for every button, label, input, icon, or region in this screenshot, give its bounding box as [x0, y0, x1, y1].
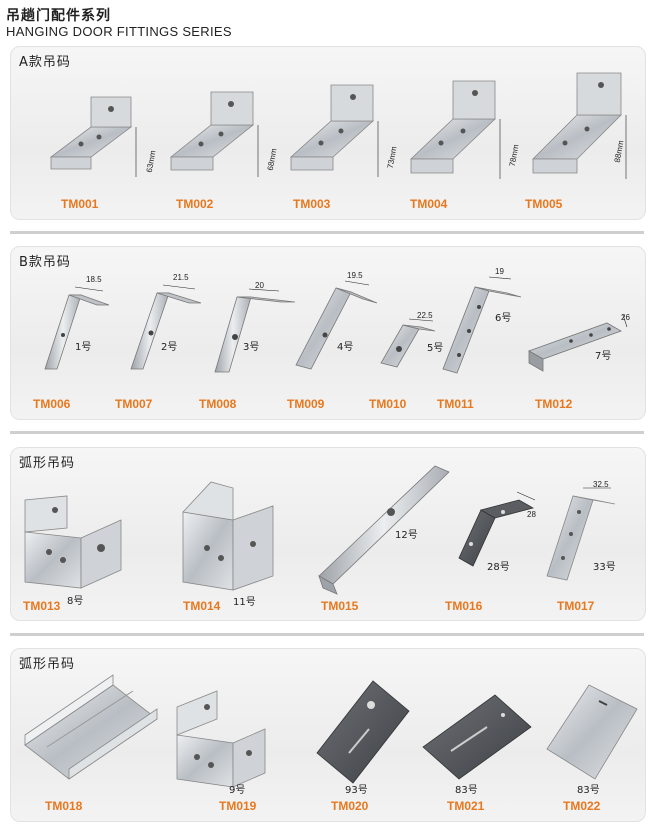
dimension-label: 26: [621, 313, 630, 322]
product-image-tm003: [289, 84, 379, 177]
model-number: 1号: [75, 342, 92, 353]
product-code: TM002: [176, 197, 214, 211]
section-title: B款吊码: [19, 255, 71, 270]
product-code: TM006: [33, 397, 71, 411]
section-d-products: [24, 674, 638, 788]
product-code: TM018: [45, 799, 83, 813]
product-code: TM003: [293, 197, 331, 211]
model-number: 2号: [161, 342, 178, 353]
model-number: 6号: [495, 313, 512, 324]
product-image-tm013: [24, 495, 122, 589]
page-title-cn: 吊趟门配件系列: [6, 8, 111, 24]
model-number: 11号: [233, 597, 256, 608]
dimension-label: 20: [255, 281, 264, 290]
product-image-tm019: [176, 690, 266, 788]
dimension-label: 28: [527, 510, 536, 519]
product-image-tm012: [528, 314, 628, 372]
section-title: A款吊码: [19, 55, 71, 70]
section-divider: [10, 431, 644, 434]
model-number: 33号: [593, 562, 616, 573]
model-number: 28号: [487, 562, 510, 573]
dimension-label: 21.5: [173, 273, 189, 282]
product-code: TM009: [287, 397, 325, 411]
product-image-tm018: [24, 674, 158, 780]
product-image-tm010: [380, 318, 436, 368]
model-number: 12号: [395, 530, 418, 541]
section-c-products: [24, 465, 616, 595]
dimension-label: 32.5: [593, 480, 609, 489]
section-a-panel: A款吊码: [10, 46, 646, 220]
section-b-products: [44, 276, 628, 374]
dimension-label: 19.5: [347, 271, 363, 280]
product-code: TM020: [331, 799, 369, 813]
product-code: TM013: [23, 599, 61, 613]
product-image-tm020: [316, 680, 410, 784]
product-code: TM014: [183, 599, 221, 613]
product-code: TM008: [199, 397, 237, 411]
product-image-tm005: [532, 72, 627, 179]
product-code: TM017: [557, 599, 595, 613]
product-code: TM004: [410, 197, 448, 211]
product-image-tm004: [410, 80, 501, 179]
product-image-tm002: [169, 91, 259, 177]
section-b-panel: B款吊码 18.5 21.5 20 19.5 22.5 19 26 1号 2号 …: [10, 246, 646, 420]
model-number: 8号: [67, 596, 84, 607]
section-divider: [10, 231, 644, 234]
product-image-tm021: [422, 694, 532, 780]
product-image-tm014: [182, 481, 274, 591]
page-title-en: HANGING DOOR FITTINGS SERIES: [6, 24, 232, 39]
model-number: 83号: [455, 785, 478, 796]
section-d-panel: 弧形吊码 9号 93号 83号 83号 TM018 TM019 TM020 TM…: [10, 648, 646, 822]
product-image-tm009: [295, 280, 378, 370]
product-image-tm017: [546, 487, 616, 581]
dimension-label: 19: [495, 267, 504, 276]
section-a-products: [49, 72, 627, 179]
model-number: 5号: [427, 343, 444, 354]
section-divider: [10, 633, 644, 636]
product-image-tm015: [318, 465, 450, 595]
product-code: TM012: [535, 397, 573, 411]
product-image-tm006: [44, 286, 110, 370]
product-image-tm001: [49, 96, 137, 177]
product-image-tm016: [458, 491, 536, 567]
product-image-tm011: [442, 276, 522, 374]
product-image-tm007: [130, 284, 202, 370]
model-number: 4号: [337, 342, 354, 353]
section-title: 弧形吊码: [19, 456, 76, 471]
product-code: TM005: [525, 197, 563, 211]
model-number: 9号: [229, 785, 246, 796]
product-code: TM016: [445, 599, 483, 613]
model-number: 93号: [345, 785, 368, 796]
product-code: TM015: [321, 599, 359, 613]
product-code: TM019: [219, 799, 257, 813]
product-code: TM022: [563, 799, 601, 813]
product-code: TM021: [447, 799, 485, 813]
product-image-tm022: [546, 684, 638, 780]
dimension-label: 18.5: [86, 275, 102, 284]
product-code: TM011: [437, 397, 474, 411]
model-number: 7号: [595, 351, 612, 362]
section-c-panel: 弧形吊码 28 32.5 8号 11号 12号 28号 33号 TM013 TM…: [10, 447, 646, 621]
model-number: 3号: [243, 342, 260, 353]
section-title: 弧形吊码: [19, 657, 76, 672]
product-code: TM007: [115, 397, 153, 411]
model-number: 83号: [577, 785, 600, 796]
product-code: TM001: [61, 197, 99, 211]
dimension-label: 22.5: [417, 311, 433, 320]
product-image-tm008: [214, 288, 296, 373]
product-code: TM010: [369, 397, 407, 411]
